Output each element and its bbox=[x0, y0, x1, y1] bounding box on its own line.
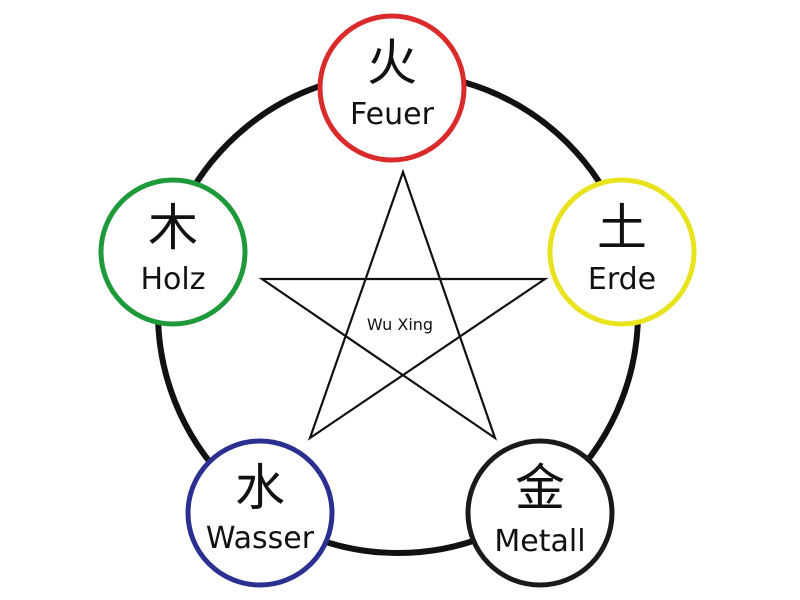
element-label-water: Wasser bbox=[206, 521, 315, 556]
element-ring-fire bbox=[317, 13, 467, 163]
element-label-fire: Feuer bbox=[350, 97, 435, 132]
center-label: Wu Xing bbox=[367, 315, 433, 334]
element-glyph-water: 水 bbox=[235, 459, 285, 517]
element-node-wood: 木 Holz bbox=[98, 177, 248, 327]
element-glyph-metal: 金 bbox=[515, 459, 565, 517]
element-ring-water bbox=[185, 438, 335, 588]
element-node-metal: 金 Metall bbox=[465, 438, 615, 588]
element-label-metal: Metall bbox=[494, 524, 585, 559]
element-glyph-wood: 木 bbox=[148, 199, 198, 257]
pentagram-star bbox=[258, 168, 549, 441]
element-label-wood: Holz bbox=[141, 262, 206, 297]
element-glyph-earth: 土 bbox=[597, 199, 647, 257]
element-label-earth: Erde bbox=[588, 262, 656, 297]
element-ring-earth bbox=[547, 177, 697, 327]
element-node-earth: 土 Erde bbox=[547, 177, 697, 327]
element-node-water: 水 Wasser bbox=[185, 438, 335, 588]
element-ring-metal bbox=[465, 438, 615, 588]
element-glyph-fire: 火 bbox=[367, 34, 417, 92]
element-node-fire: 火 Feuer bbox=[317, 13, 467, 163]
element-ring-wood bbox=[98, 177, 248, 327]
